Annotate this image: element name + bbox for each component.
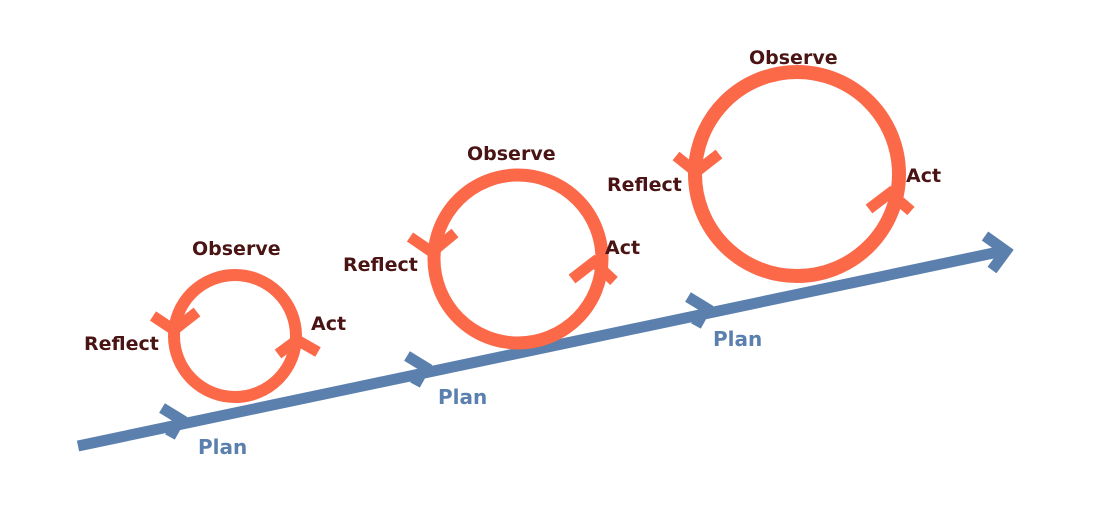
- label-act: Act: [605, 237, 640, 259]
- label-observe: Observe: [467, 143, 556, 165]
- plan-line: [76, 245, 1005, 452]
- label-plan: Plan: [438, 385, 487, 409]
- label-observe: Observe: [192, 238, 281, 260]
- plan-chevron-2: [404, 351, 433, 388]
- cycle-1: Observe Act Reflect Plan: [84, 238, 346, 459]
- label-reflect: Reflect: [84, 333, 159, 355]
- label-observe: Observe: [749, 47, 838, 69]
- cycle-ring: [168, 269, 302, 403]
- act-arrowhead-icon: [568, 254, 618, 285]
- reflect-arrowhead-icon: [672, 149, 723, 180]
- arrow-right-icon: [981, 231, 1014, 274]
- act-arrowhead-icon: [865, 185, 915, 216]
- reflect-arrowhead-icon: [406, 228, 459, 259]
- plan-chevron-3: [685, 292, 714, 329]
- reflect-arrowhead-icon: [149, 307, 201, 337]
- label-plan: Plan: [198, 435, 247, 459]
- act-arrowhead-icon: [274, 333, 321, 359]
- cycle-ring: [427, 168, 609, 350]
- label-act: Act: [906, 165, 941, 187]
- plan-arrow: [76, 231, 1014, 452]
- cycle-3: Observe Act Reflect Plan: [607, 47, 941, 351]
- cycle-ring: [688, 65, 906, 283]
- label-reflect: Reflect: [343, 254, 418, 276]
- cycle-2: Observe Act Reflect Plan: [343, 143, 640, 409]
- label-reflect: Reflect: [607, 174, 682, 196]
- label-act: Act: [311, 313, 346, 335]
- plan-chevron-1: [159, 403, 188, 440]
- label-plan: Plan: [713, 327, 762, 351]
